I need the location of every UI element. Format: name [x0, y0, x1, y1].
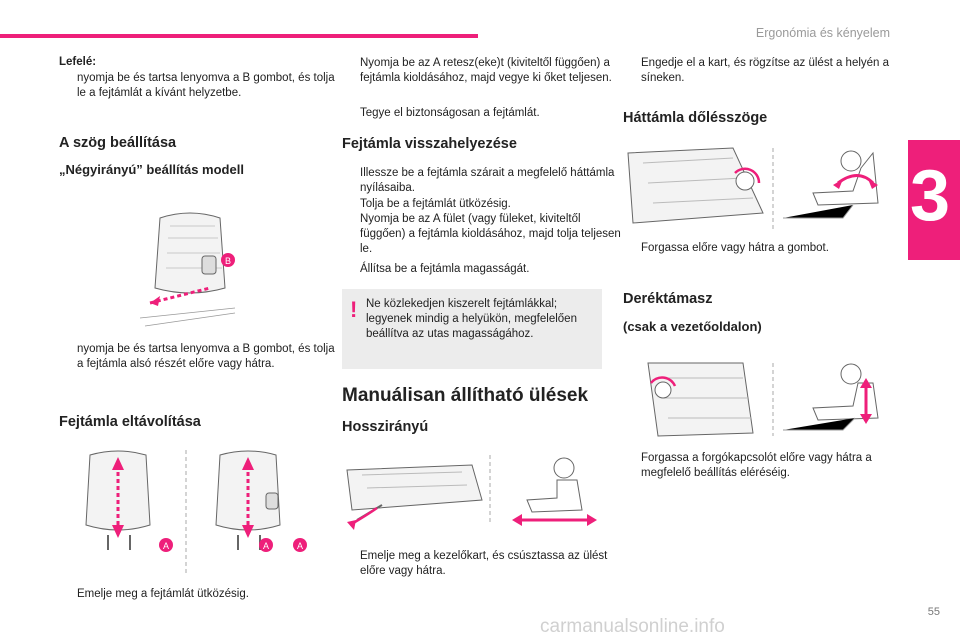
recline-text: Forgassa előre vagy hátra a gombot.: [641, 242, 829, 254]
recline-bullet: Forgassa előre vagy hátra a gombot.: [623, 241, 903, 256]
warning-box: ! Ne közlekedjen kiszerelt fejtámlákkal;…: [342, 289, 602, 369]
lumbar-title: Deréktámasz: [623, 291, 713, 307]
removal-title: Fejtámla eltávolítása: [59, 414, 201, 430]
lumbar-subtitle: (csak a vezetőoldalon): [623, 319, 762, 334]
refit-text-3: Nyomja be az A fület (vagy füleket, kivi…: [360, 213, 621, 255]
angle-title: A szög beállítása: [59, 135, 177, 151]
release-text-1: Nyomja be az A retesz(eke)t (kiviteltől …: [360, 57, 612, 84]
refit-bullet-1: Illessze be a fejtámla szárait a megfele…: [342, 166, 622, 196]
label-a-1: A: [163, 541, 169, 551]
longitudinal-title: Hosszirányú: [342, 419, 429, 435]
release-bullet-1: Nyomja be az A retesz(eke)t (kiviteltől …: [342, 56, 622, 86]
release-bullet-2: Tegye el biztonságosan a fejtámlát.: [342, 106, 622, 121]
lumbar-text: Forgassa a forgókapcsolót előre vagy hát…: [641, 452, 872, 479]
chapter-tab: [908, 140, 960, 260]
refit-text-4: Állítsa be a fejtámla magasságát.: [360, 263, 530, 275]
refit-bullet-2: Tolja be a fejtámlát ütközésig.: [342, 197, 622, 212]
page-header-title: Ergonómia és kényelem: [755, 26, 890, 40]
lock-bullet: Engedje el a kart, és rögzítse az ülést …: [623, 56, 903, 86]
footer-watermark: carmanualsonline.info: [540, 616, 725, 637]
label-a-3: A: [297, 541, 303, 551]
header-accent-bar: [0, 34, 478, 38]
refit-text-1: Illessze be a fejtámla szárait a megfele…: [360, 167, 615, 194]
warning-text: Ne közlekedjen kiszerelt fejtámlákkal; l…: [366, 298, 577, 340]
page-number: 55: [927, 606, 940, 618]
recline-illustration: [627, 147, 879, 231]
headrest-removal-illustration: A A A: [85, 450, 307, 575]
four-way-bullet: nyomja be és tartsa lenyomva a B gombot,…: [59, 342, 339, 372]
recline-title: Háttámla dőlésszöge: [623, 110, 768, 126]
warning-icon: !: [350, 297, 358, 322]
refit-bullet-3: Nyomja be az A fület (vagy füleket, kivi…: [342, 212, 622, 257]
lumbar-bullet: Forgassa a forgókapcsolót előre vagy hát…: [623, 451, 903, 481]
label-a-2: A: [263, 541, 269, 551]
manual-seats-title: Manuálisan állítható ülések: [342, 385, 589, 406]
chapter-number: 3: [909, 156, 950, 236]
down-text: nyomja be és tartsa lenyomva a B gombot,…: [77, 72, 335, 99]
down-bullet: nyomja be és tartsa lenyomva a B gombot,…: [59, 71, 339, 101]
longitudinal-illustration: [346, 455, 597, 530]
lock-text: Engedje el a kart, és rögzítse az ülést …: [641, 57, 890, 84]
down-title: Lefelé:: [59, 56, 97, 68]
removal-text: Emelje meg a fejtámlát ütközésig.: [77, 588, 249, 600]
longitudinal-bullet: Emelje meg a kezelőkart, és csúsztassa a…: [342, 549, 622, 579]
label-b: B: [225, 256, 231, 266]
refit-title: Fejtámla visszahelyezése: [342, 136, 517, 152]
refit-text-2: Tolja be a fejtámlát ütközésig.: [360, 198, 511, 210]
lumbar-illustration: [647, 362, 879, 437]
release-text-2: Tegye el biztonságosan a fejtámlát.: [360, 107, 540, 119]
four-way-title: „Négyirányú” beállítás modell: [59, 162, 244, 177]
longitudinal-text: Emelje meg a kezelőkart, és csúsztassa a…: [360, 550, 608, 577]
four-way-text: nyomja be és tartsa lenyomva a B gombot,…: [77, 343, 335, 370]
removal-bullet: Emelje meg a fejtámlát ütközésig.: [59, 587, 339, 602]
headrest-tilt-illustration: B: [140, 212, 236, 327]
refit-bullet-4: Állítsa be a fejtámla magasságát.: [342, 262, 622, 277]
